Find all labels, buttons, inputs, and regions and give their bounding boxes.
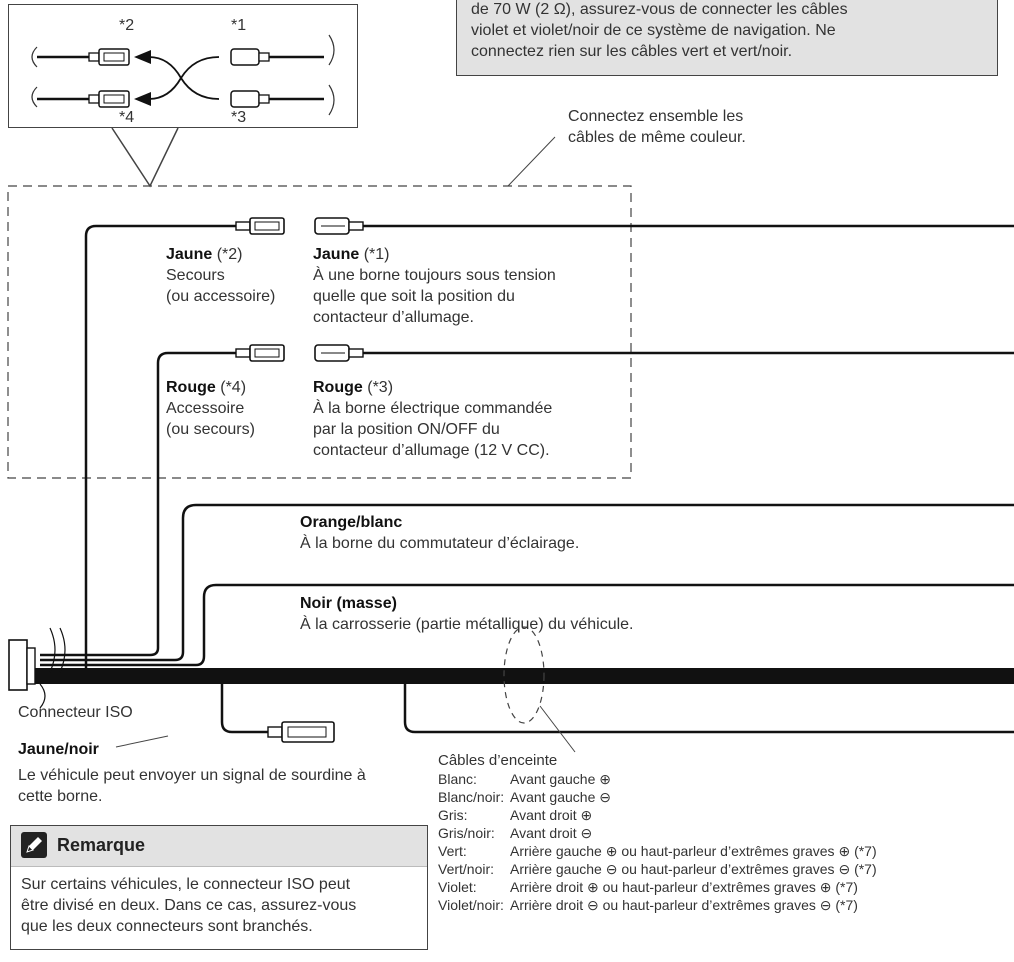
- note-box: de 70 W (2 Ω), assurez-vous de connecter…: [456, 0, 998, 76]
- rouge3-name: Rouge: [313, 379, 363, 396]
- inset-label-1: *1: [231, 17, 247, 34]
- noir-name: Noir (masse): [300, 595, 397, 612]
- jaune-noir-desc-2: cette borne.: [18, 788, 103, 805]
- legend-value: Arrière droit ⊕ ou haut-parleur d’extrêm…: [510, 879, 858, 895]
- legend-key: Violet/noir:: [438, 897, 504, 913]
- legend-key: Gris/noir:: [438, 825, 495, 841]
- inset-label-2: *2: [119, 17, 135, 34]
- wire-speaker-lower: [403, 684, 1014, 734]
- wire-jaune-2: [84, 224, 236, 670]
- orange-name: Orange/blanc: [300, 514, 403, 531]
- connector-male-1: [314, 217, 364, 235]
- speaker-cable-marker: [503, 626, 545, 724]
- remark-line-1: Sur certains véhicules, le connecteur IS…: [21, 876, 351, 893]
- rouge4-code: (*4): [220, 379, 247, 396]
- rouge4-desc-2: (ou secours): [166, 421, 255, 438]
- rouge4-name: Rouge: [166, 379, 216, 396]
- remark-line-2: être divisé en deux. Dans ce cas, assure…: [21, 897, 357, 914]
- jaune1-desc-3: contacteur d’allumage.: [313, 309, 474, 326]
- jaune2-desc-1: Secours: [166, 267, 225, 284]
- inset-label-4: *4: [119, 109, 135, 126]
- inset-drawing: [31, 34, 335, 116]
- noir-desc: À la carrosserie (partie métallique) du …: [300, 616, 634, 633]
- dashed-group-box: [7, 185, 632, 479]
- legend-key: Gris:: [438, 807, 468, 823]
- pencil-icon: [21, 832, 47, 858]
- rouge3-desc-1: À la borne électrique commandée: [313, 400, 553, 417]
- legend-value: Arrière gauche ⊕ ou haut-parleur d’extrê…: [510, 843, 877, 859]
- remark-body: Sur certains véhicules, le connecteur IS…: [21, 874, 356, 937]
- speaker-legend-title: Câbles d’enceinte: [438, 752, 558, 769]
- speaker-harness: [30, 668, 1014, 684]
- jaune1-desc-1: À une borne toujours sous tension: [313, 267, 556, 284]
- rouge4-title: Rouge (*4): [166, 377, 246, 398]
- connector-female-2: [235, 217, 285, 235]
- inset-label-3: *3: [231, 109, 247, 126]
- connector-mute: [267, 721, 335, 743]
- jaune1-name: Jaune: [313, 246, 360, 263]
- speaker-leader: [539, 705, 576, 753]
- rouge4-desc-1: Accessoire: [166, 400, 245, 417]
- inset-detail: *2 *1 *4 *3: [8, 4, 358, 128]
- legend-value: Arrière gauche ⊖ ou haut-parleur d’extrê…: [510, 861, 877, 877]
- iso-connector: [8, 639, 28, 691]
- wire-jaune-noir: [220, 684, 268, 734]
- jaune2-name: Jaune: [166, 246, 213, 263]
- callout-line-2: câbles de même couleur.: [568, 129, 746, 146]
- rouge3-desc-3: contacteur d’allumage (12 V CC).: [313, 442, 550, 459]
- jaune-noir-desc-1: Le véhicule peut envoyer un signal de so…: [18, 767, 366, 784]
- jaune-noir-title: Jaune/noir: [18, 739, 99, 760]
- legend-key: Vert:: [438, 843, 467, 859]
- note-line-1: de 70 W (2 Ω), assurez-vous de connecter…: [471, 1, 848, 18]
- noir-title: Noir (masse): [300, 593, 397, 614]
- callout-leader: [507, 136, 556, 187]
- remark-title: Remarque: [57, 835, 146, 855]
- note-line-2: violet et violet/noir de ce système de n…: [471, 22, 836, 39]
- legend-value: Avant droit ⊕: [510, 807, 593, 823]
- inset-pointer: [111, 127, 179, 188]
- callout-line-1: Connectez ensemble les: [568, 108, 744, 125]
- legend-value: Avant gauche ⊕: [510, 771, 611, 787]
- jaune2-desc-2: (ou accessoire): [166, 288, 276, 305]
- iso-connector-label: Connecteur ISO: [18, 704, 133, 721]
- jaune1-code: (*1): [363, 246, 390, 263]
- jaune1-desc-2: quelle que soit la position du: [313, 288, 515, 305]
- legend-key: Blanc/noir:: [438, 789, 505, 805]
- note-line-3: connectez rien sur les câbles vert et ve…: [471, 43, 793, 60]
- wire-noir-masse: [40, 583, 1014, 667]
- jaune1-title: Jaune (*1): [313, 244, 389, 265]
- rouge3-title: Rouge (*3): [313, 377, 393, 398]
- legend-key: Violet:: [438, 879, 477, 895]
- legend-value: Avant droit ⊖: [510, 825, 593, 841]
- jaune2-code: (*2): [216, 246, 243, 263]
- connector-male-3: [314, 344, 364, 362]
- legend-value: Avant gauche ⊖: [510, 789, 611, 805]
- remark-header: Remarque: [11, 826, 427, 867]
- connector-female-4: [235, 344, 285, 362]
- jaune-noir-leader: [115, 735, 169, 748]
- rouge3-desc-2: par la position ON/OFF du: [313, 421, 500, 438]
- legend-key: Vert/noir:: [438, 861, 495, 877]
- jaune-noir-name: Jaune/noir: [18, 741, 99, 758]
- remark-box: Remarque Sur certains véhicules, le conn…: [10, 825, 428, 950]
- legend-key: Blanc:: [438, 771, 477, 787]
- orange-title: Orange/blanc: [300, 512, 402, 533]
- orange-desc: À la borne du commutateur d’éclairage.: [300, 535, 580, 552]
- legend-value: Arrière droit ⊖ ou haut-parleur d’extrêm…: [510, 897, 858, 913]
- wire-rouge-4: [40, 351, 236, 657]
- remark-line-3: que les deux connecteurs sont branchés.: [21, 918, 313, 935]
- rouge3-code: (*3): [367, 379, 394, 396]
- jaune2-title: Jaune (*2): [166, 244, 242, 265]
- wire-orange-blanc: [40, 503, 1014, 662]
